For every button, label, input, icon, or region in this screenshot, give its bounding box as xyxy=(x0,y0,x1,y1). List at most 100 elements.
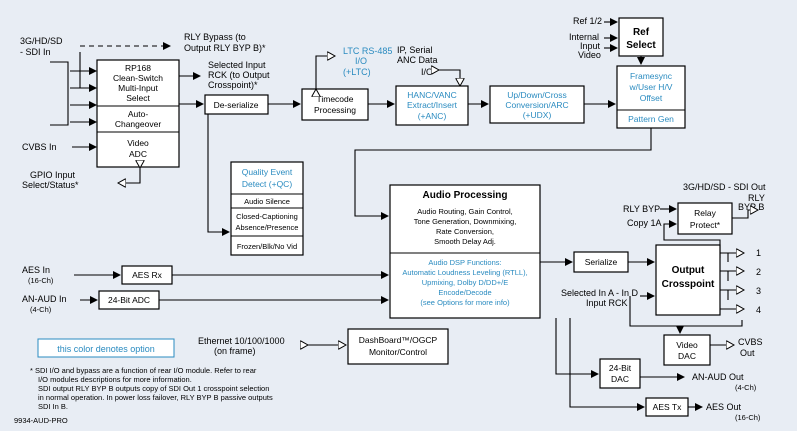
sel-input-label2: RCK (to Output xyxy=(208,70,270,80)
audio-line3: Rate Conversion, xyxy=(436,227,494,236)
dac24-line1: 24-Bit xyxy=(609,363,632,373)
footnote-3: SDI output RLY BYP B outputs copy of SDI… xyxy=(38,384,269,393)
internal-label: Internal xyxy=(569,32,599,42)
vdac-line2: DAC xyxy=(678,351,696,361)
aes-in-ch: (16-Ch) xyxy=(28,276,54,285)
dsp-line4: Encode/Decode xyxy=(438,288,491,297)
crosspoint-line1: Output xyxy=(672,265,705,276)
footnote-4: in normal operation. In power loss failo… xyxy=(38,393,273,402)
sdi-in-label: 3G/HD/SD xyxy=(20,36,63,46)
ethernet-label: Ethernet 10/100/1000 xyxy=(198,336,285,346)
aes-tx-label: AES Tx xyxy=(653,402,682,412)
timecode-line1: Timecode xyxy=(316,94,353,104)
updown-line1: Up/Down/Cross xyxy=(507,90,567,100)
out-2: 2 xyxy=(756,267,761,277)
legend-box xyxy=(37,338,175,358)
cvbs-in-label: CVBS In xyxy=(22,142,57,152)
hanc-line2: Extract/Insert xyxy=(407,100,458,110)
out-3: 3 xyxy=(756,286,761,296)
anaud-out-ch: (4-Ch) xyxy=(735,383,757,392)
rly-bypass-label: RLY Bypass (to xyxy=(184,32,246,42)
sel-ad-label2: Input RCK xyxy=(586,298,628,308)
auto-line2: Changeover xyxy=(115,119,161,129)
rly-bypb-label: RLY xyxy=(748,193,765,203)
rp168-line3: Multi-Input xyxy=(118,83,158,93)
qed-item3: Absence/Presence xyxy=(236,223,299,232)
ltc-label2: I/O xyxy=(355,56,367,66)
ip-label2: ANC Data xyxy=(397,55,438,65)
sdi-in-label2: - SDI In xyxy=(20,47,51,57)
framesync-line1: Framesync xyxy=(630,71,673,81)
aes-out-label: AES Out xyxy=(706,402,742,412)
updown-line2: Conversion/ARC xyxy=(505,100,568,110)
updown-block xyxy=(489,85,585,124)
relay-line1: Relay xyxy=(694,208,716,218)
audio-line4: Smooth Delay Adj. xyxy=(434,237,496,246)
hanc-line3: (+ANC) xyxy=(418,111,447,121)
ltc-label: LTC RS-485 xyxy=(343,46,392,56)
sdi-bracket xyxy=(50,61,69,126)
dsp-line3: Upmixing, Dolby D/DD+/E xyxy=(422,278,508,287)
sel-input-label: Selected Input xyxy=(208,60,266,70)
anaud-out-label: AN-AUD Out xyxy=(692,372,744,382)
anaud-in-label: AN-AUD In xyxy=(22,294,67,304)
timecode-line2: Processing xyxy=(314,105,356,115)
dsp-line1: Audio DSP Functions: xyxy=(428,258,501,267)
footnote-5: SDI In B. xyxy=(38,402,68,411)
framesync-block xyxy=(616,65,686,129)
auto-line1: Auto- xyxy=(128,109,148,119)
vadc-line1: Video xyxy=(127,138,149,148)
aes-rx-label: AES Rx xyxy=(132,270,163,280)
rp168-block xyxy=(96,59,180,168)
dsp-line2: Automatic Loudness Leveling (RTLL), xyxy=(402,268,527,277)
qed-item1: Audio Silence xyxy=(244,197,290,206)
dsp-line5: (see Options for more info) xyxy=(420,298,510,307)
audio-title: Audio Processing xyxy=(422,190,507,201)
ref12-label: Ref 1/2 xyxy=(573,16,602,26)
serialize-label: Serialize xyxy=(585,257,618,267)
rly-byp-label: RLY BYP xyxy=(623,204,660,214)
out-1: 1 xyxy=(756,248,761,258)
qed-item2: Closed-Captioning xyxy=(236,212,298,221)
anaud-in-ch: (4-Ch) xyxy=(30,305,52,314)
adc24-label: 24-Bit ADC xyxy=(108,295,150,305)
input-label: Input xyxy=(580,41,601,51)
sel-input-label3: Crosspoint)* xyxy=(208,80,258,90)
sel-ad-label: Selected In A - In D xyxy=(561,288,639,298)
cvbs-out-label: CVBS xyxy=(738,337,763,347)
footnote-2: I/O modules descriptions for more inform… xyxy=(38,375,192,384)
dashboard-line2: Monitor/Control xyxy=(369,347,427,357)
gpio-label: GPIO Input xyxy=(30,170,76,180)
relay-block xyxy=(677,202,733,235)
audio-line1: Audio Routing, Gain Control, xyxy=(417,207,512,216)
ref-line2: Select xyxy=(626,40,656,51)
legend-label: this color denotes option xyxy=(57,344,155,354)
relay-line2: Protect* xyxy=(690,220,721,230)
framesync-line3: Offset xyxy=(640,93,663,103)
model-number: 9934-AUD-PRO xyxy=(14,416,68,425)
ethernet-label2: (on frame) xyxy=(214,346,256,356)
video-label: Video xyxy=(578,50,601,60)
footnote-1: * SDI I/O and bypass are a function of r… xyxy=(30,366,257,375)
ip-label: IP, Serial xyxy=(397,45,432,55)
crosspoint-line2: Crosspoint xyxy=(662,279,715,290)
copy1a-label: Copy 1A xyxy=(627,218,662,228)
qed-title2: Detect (+QC) xyxy=(242,179,292,189)
hanc-block xyxy=(395,85,469,126)
dac24-block xyxy=(599,358,641,389)
audio-line2: Tone Generation, Downmixing, xyxy=(414,217,517,226)
updown-line3: (+UDX) xyxy=(523,110,552,120)
framesync-line2: w/User H/V xyxy=(629,82,673,92)
dac24-line2: DAC xyxy=(611,374,629,384)
qed-item4: Frozen/Blk/No Vid xyxy=(237,242,297,251)
rp168-line4: Select xyxy=(126,93,150,103)
out-4: 4 xyxy=(756,305,761,315)
crosspoint-block xyxy=(655,244,721,316)
rp168-line2: Clean-Switch xyxy=(113,73,163,83)
rp168-line1: RP168 xyxy=(125,63,151,73)
dashboard-block xyxy=(347,328,449,365)
ref-line1: Ref xyxy=(633,27,650,38)
ref-select-block xyxy=(618,17,664,57)
